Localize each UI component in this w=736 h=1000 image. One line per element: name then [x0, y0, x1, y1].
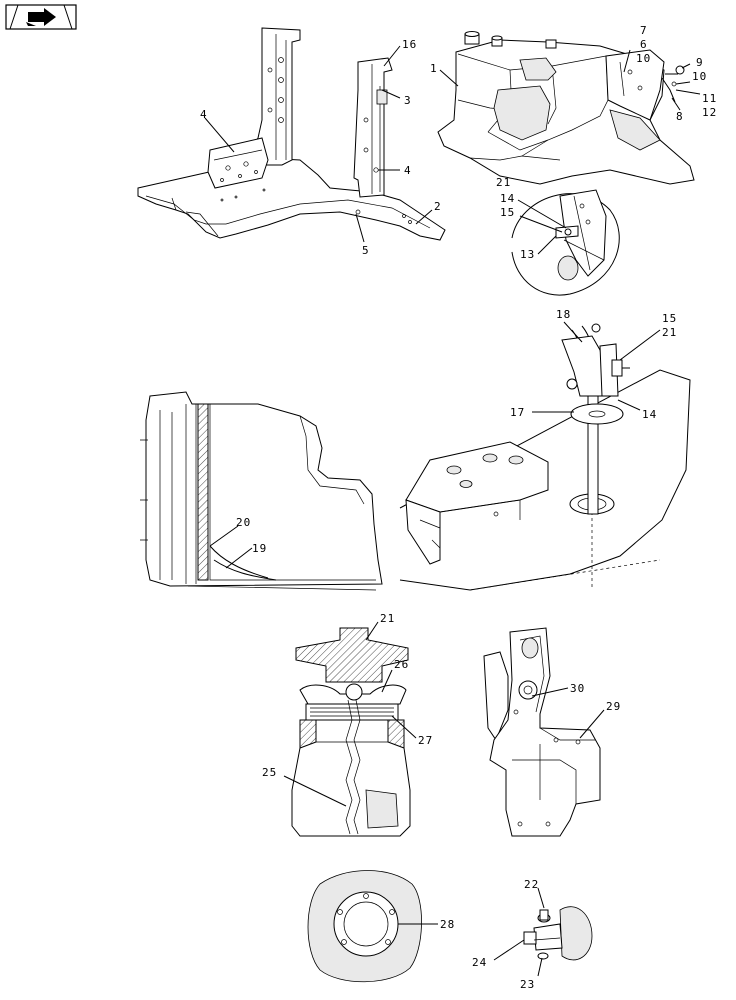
callout-19: 19	[252, 542, 267, 555]
callout-24: 24	[472, 956, 487, 969]
callout-10: 10	[636, 52, 651, 65]
callout-2: 2	[434, 200, 442, 213]
port-plate-view	[307, 870, 422, 983]
callout-18: 18	[556, 308, 571, 321]
callout-17: 17	[510, 406, 525, 419]
callout-7: 7	[640, 24, 648, 37]
callout-28: 28	[440, 918, 455, 931]
callout-9: 9	[696, 56, 704, 69]
callout-4: 4	[404, 164, 412, 177]
callout-5: 5	[362, 244, 370, 257]
arrow-right-icon	[26, 8, 56, 26]
callout-27: 27	[418, 734, 433, 747]
callout-21: 21	[496, 176, 511, 189]
callout-11: 11	[702, 92, 717, 105]
filler-cap-section	[291, 627, 411, 837]
callout-15: 15	[662, 312, 677, 325]
callout-16: 16	[402, 38, 417, 51]
callout-23: 23	[520, 978, 535, 991]
callout-21: 21	[662, 326, 677, 339]
callout-22: 22	[524, 878, 539, 891]
callout-15: 15	[500, 206, 515, 219]
support-frame-assembly	[137, 27, 446, 241]
callout-10: 10	[692, 70, 707, 83]
callout-14: 14	[642, 408, 657, 421]
callout-13: 13	[520, 248, 535, 261]
callout-26: 26	[394, 658, 409, 671]
callout-1: 1	[430, 62, 438, 75]
fuel-tank-assembly	[437, 31, 695, 185]
callout-12: 12	[702, 106, 717, 119]
callout-25: 25	[262, 766, 277, 779]
callout-4: 4	[200, 108, 208, 121]
mounting-bracket-view	[483, 627, 601, 837]
callout-14: 14	[500, 192, 515, 205]
sender-detail-view	[511, 189, 620, 296]
callout-6: 6	[640, 38, 648, 51]
drain-valve-view	[523, 906, 593, 961]
callout-29: 29	[606, 700, 621, 713]
callout-20: 20	[236, 516, 251, 529]
callout-3: 3	[404, 94, 412, 107]
callout-8: 8	[676, 110, 684, 123]
sender-unit-installed-view	[399, 323, 691, 591]
callout-21: 21	[380, 612, 395, 625]
radiator-side-view	[140, 391, 383, 591]
callout-30: 30	[570, 682, 585, 695]
callout-labels: 16 4 3 4 2 5 1 7 6 10 9 10 8 11 12 21 14…	[200, 24, 717, 991]
nav-arrow-button[interactable]	[5, 4, 77, 30]
